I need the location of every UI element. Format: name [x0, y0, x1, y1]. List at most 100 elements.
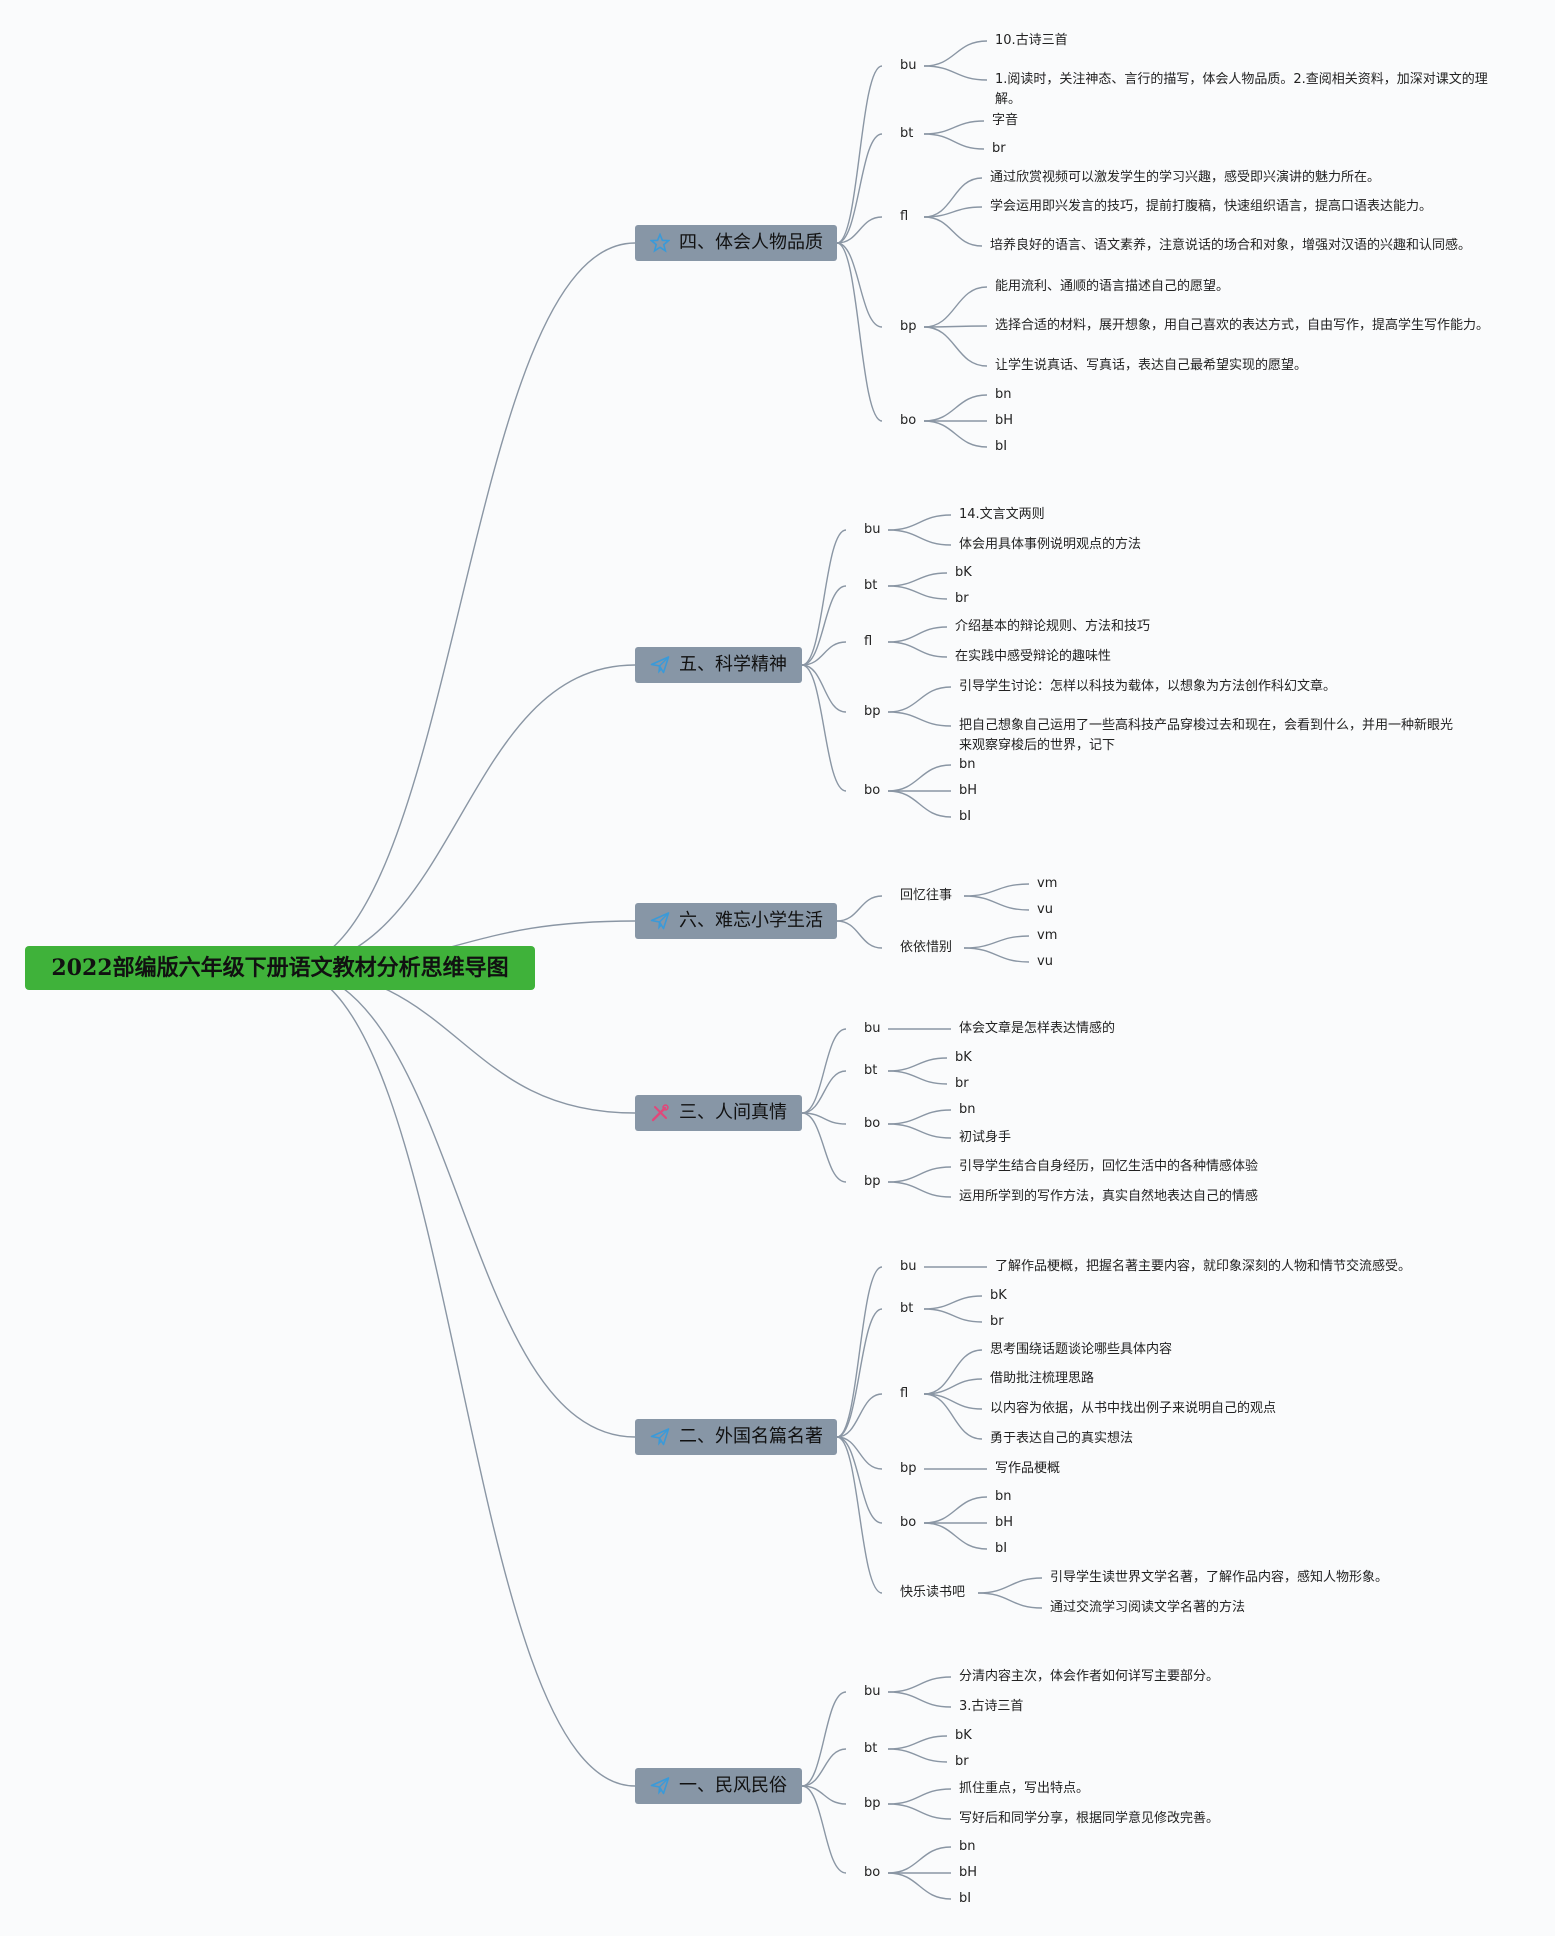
leaf-topic[interactable]: bn	[959, 1839, 976, 1854]
sub-topic[interactable]: 快乐读书吧	[900, 1585, 966, 1600]
leaf-topic[interactable]: 在实践中感受辩论的趣味性	[955, 649, 1112, 664]
leaf-topic[interactable]: 选择合适的材料，展开想象，用自己喜欢的表达方式，自由写作，提高学生写作能力。	[995, 318, 1490, 333]
sub-topic[interactable]: bp	[864, 1174, 881, 1189]
sub-leaf-link	[963, 895, 1030, 911]
leaf-topic[interactable]: 把自己想象自己运用了一些高科技产品穿梭过去和现在，会看到什么，并用一种新眼光来观…	[959, 718, 1454, 753]
sub-topic[interactable]: bp	[864, 1796, 881, 1811]
sub-topic[interactable]: bt	[864, 1063, 878, 1078]
sub-topic[interactable]: bt	[864, 1741, 878, 1756]
leaf-topic[interactable]: bn	[959, 1102, 976, 1117]
leaf-topic[interactable]: vu	[1037, 954, 1053, 969]
root-topic[interactable]: 2022部编版六年级下册语文教材分析思维导图	[25, 946, 535, 990]
sub-topic[interactable]: bo	[864, 1116, 881, 1131]
leaf-topic[interactable]: br	[992, 141, 1006, 156]
leaf-topic[interactable]: vm	[1037, 876, 1058, 891]
leaf-topic[interactable]: bn	[995, 1489, 1012, 1504]
sub-topic[interactable]: bt	[900, 126, 914, 141]
leaf-topic[interactable]: vm	[1037, 928, 1058, 943]
leaf-topic[interactable]: bI	[959, 809, 972, 824]
branch-topic-5[interactable]: 二、外国名篇名著	[635, 1419, 837, 1455]
leaf-topic[interactable]: 运用所学到的写作方法，真实自然地表达自己的情感	[959, 1189, 1259, 1204]
branch-topic-1[interactable]: 四、体会人物品质	[635, 225, 837, 261]
sub-topic[interactable]: bu	[864, 1021, 881, 1036]
leaf-topic[interactable]: bK	[955, 565, 972, 580]
leaf-topic[interactable]: 字音	[992, 113, 1019, 128]
sub-topic[interactable]: fl	[900, 209, 909, 224]
branch-topic-6[interactable]: 一、民风民俗	[635, 1768, 802, 1804]
branch-topic-2[interactable]: 五、科学精神	[635, 647, 802, 683]
leaf-topic[interactable]: 1.阅读时，关注神态、言行的描写，体会人物品质。2.查阅相关资料，加深对课文的理…	[995, 72, 1488, 107]
leaf-topic[interactable]: 分清内容主次，体会作者如何详写主要部分。	[959, 1669, 1220, 1684]
branch-topic-3[interactable]: 六、难忘小学生活	[635, 903, 837, 939]
sub-leaf-link	[923, 1393, 983, 1440]
sub-topic[interactable]: bu	[864, 1684, 881, 1699]
leaf-topic[interactable]: 借助批注梳理思路	[990, 1371, 1095, 1386]
leaf-topic[interactable]: 通过交流学习阅读文学名著的方法	[1050, 1600, 1246, 1615]
leaf-topic[interactable]: 通过欣赏视频可以激发学生的学习兴趣，感受即兴演讲的魅力所在。	[990, 170, 1381, 185]
sub-topic[interactable]: bp	[900, 319, 917, 334]
leaf-topic[interactable]: 写作品梗概	[995, 1461, 1061, 1476]
sub-leaf-link	[923, 394, 988, 422]
leaf-topic[interactable]: br	[955, 591, 969, 606]
sub-topic[interactable]: bu	[900, 58, 917, 73]
branch-sub-link	[801, 664, 847, 792]
leaf-topic[interactable]: bK	[955, 1728, 972, 1743]
sub-topic[interactable]: 依依惜别	[900, 940, 953, 955]
branch-topic-4[interactable]: 三、人间真情	[635, 1095, 802, 1131]
sub-leaf-link	[923, 206, 983, 218]
leaf-topic[interactable]: bI	[995, 1541, 1008, 1556]
sub-leaf-link	[923, 1378, 983, 1395]
leaf-topic[interactable]: bn	[959, 757, 976, 772]
leaf-topic[interactable]: br	[955, 1076, 969, 1091]
leaf-topic[interactable]: bn	[995, 387, 1012, 402]
sub-topic[interactable]: 回忆往事	[900, 888, 953, 903]
leaf-topic[interactable]: 培养良好的语言、语文素养，注意说话的场合和对象，增强对汉语的兴趣和认同感。	[990, 238, 1472, 253]
leaf-topic[interactable]: bH	[995, 1515, 1014, 1530]
sub-topic[interactable]: fl	[900, 1386, 909, 1401]
sub-topic[interactable]: bo	[864, 1865, 881, 1880]
leaf-topic[interactable]: bK	[955, 1050, 972, 1065]
sub-leaf-link	[887, 514, 952, 531]
leaf-topic[interactable]: 体会用具体事例说明观点的方法	[959, 537, 1142, 552]
leaf-topic[interactable]: 了解作品梗概，把握名著主要内容，就印象深刻的人物和情节交流感受。	[995, 1259, 1412, 1274]
leaf-topic[interactable]: bH	[995, 413, 1014, 428]
leaf-topic[interactable]: 引导学生读世界文学名著，了解作品内容，感知人物形象。	[1050, 1570, 1389, 1585]
sub-topic[interactable]: bu	[864, 522, 881, 537]
sub-topic[interactable]: bp	[864, 704, 881, 719]
leaf-topic[interactable]: bH	[959, 783, 978, 798]
leaf-topic[interactable]: 介绍基本的辩论规则、方法和技巧	[955, 619, 1151, 634]
sub-leaf-link	[923, 1522, 988, 1550]
sub-topic[interactable]: fl	[864, 634, 873, 649]
sub-topic[interactable]: bt	[864, 578, 878, 593]
sub-topic[interactable]: bo	[900, 413, 917, 428]
leaf-topic[interactable]: bI	[995, 439, 1008, 454]
leaf-topic[interactable]: 体会文章是怎样表达情感的	[959, 1021, 1116, 1036]
leaf-topic[interactable]: 抓住重点，写出特点。	[959, 1781, 1090, 1796]
sub-topic[interactable]: bt	[900, 1301, 914, 1316]
leaf-topic[interactable]: br	[955, 1754, 969, 1769]
leaf-topic[interactable]: bH	[959, 1865, 978, 1880]
branch-sub-link	[836, 1436, 883, 1524]
leaf-topic[interactable]: 初试身手	[959, 1130, 1012, 1145]
leaf-topic[interactable]: 让学生说真话、写真话，表达自己最希望实现的愿望。	[995, 358, 1308, 373]
leaf-topic[interactable]: vu	[1037, 902, 1053, 917]
leaf-topic[interactable]: 能用流利、通顺的语言描述自己的愿望。	[995, 279, 1230, 294]
leaf-topic[interactable]: br	[990, 1314, 1004, 1329]
sub-topic[interactable]: bp	[900, 1461, 917, 1476]
leaf-topic[interactable]: 勇于表达自己的真实想法	[990, 1431, 1134, 1446]
leaf-topic[interactable]: 思考围绕话题谈论哪些具体内容	[990, 1342, 1173, 1357]
leaf-topic[interactable]: 3.古诗三首	[959, 1699, 1024, 1714]
sub-leaf-link	[887, 1735, 948, 1750]
leaf-topic[interactable]: 以内容为依据，从书中找出例子来说明自己的观点	[990, 1401, 1277, 1416]
leaf-topic[interactable]: 引导学生结合自身经历，回忆生活中的各种情感体验	[959, 1159, 1259, 1174]
sub-topic[interactable]: bo	[900, 1515, 917, 1530]
sub-topic[interactable]: bo	[864, 783, 881, 798]
leaf-topic[interactable]: 10.古诗三首	[995, 33, 1068, 48]
leaf-topic[interactable]: 学会运用即兴发言的技巧，提前打腹稿，快速组织语言，提高口语表达能力。	[990, 199, 1433, 214]
leaf-topic[interactable]: bI	[959, 1891, 972, 1906]
sub-topic[interactable]: bu	[900, 1259, 917, 1274]
leaf-topic[interactable]: 14.文言文两则	[959, 507, 1045, 522]
leaf-topic[interactable]: bK	[990, 1288, 1007, 1303]
leaf-topic[interactable]: 引导学生讨论：怎样以科技为载体，以想象为方法创作科幻文章。	[959, 679, 1337, 694]
leaf-topic[interactable]: 写好后和同学分享，根据同学意见修改完善。	[959, 1811, 1220, 1826]
